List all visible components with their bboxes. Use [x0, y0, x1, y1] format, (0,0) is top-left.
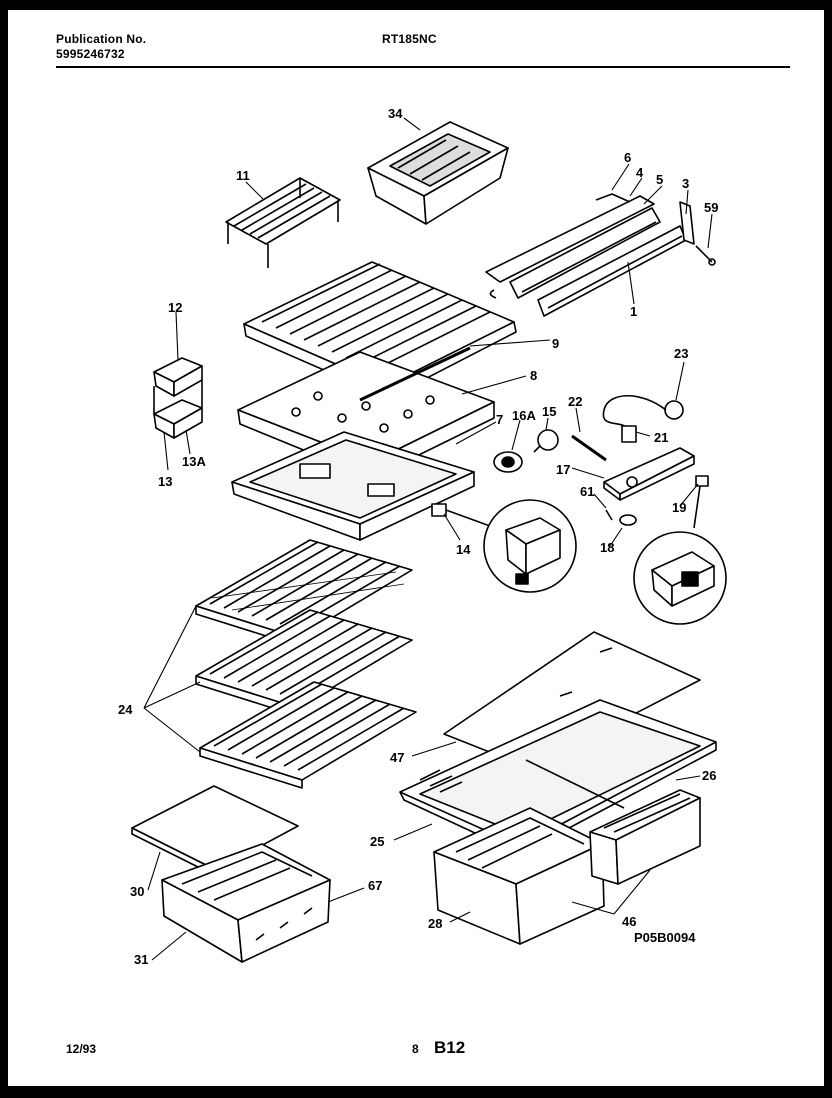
callout-21: 21: [654, 430, 668, 445]
callout-28: 28: [428, 916, 442, 931]
callout-18: 18: [600, 540, 614, 555]
callout-6: 6: [624, 150, 631, 165]
callout-12: 12: [168, 300, 182, 315]
callout-34: 34: [388, 106, 403, 121]
callout-61: 61: [580, 484, 594, 499]
knob-18-part: [619, 514, 637, 526]
callout-30: 30: [130, 884, 144, 899]
door-bin-upper-part: [153, 357, 203, 397]
callout-14: 14: [456, 542, 471, 557]
damper-control-part: [431, 499, 577, 593]
light-socket-part: [493, 451, 523, 473]
switch-21-part: [621, 425, 637, 443]
publication-number: 5995246732: [56, 47, 125, 61]
callout-67: 67: [368, 878, 382, 893]
callout-5: 5: [656, 172, 663, 187]
callout-22: 22: [568, 394, 582, 409]
crisper-pan-right-part: [589, 789, 701, 885]
publication-label: Publication No.: [56, 32, 147, 46]
callout-17: 17: [556, 462, 570, 477]
light-bulb-part: [533, 429, 559, 453]
callout-labels: 34 11 6 4 5 3 59 1 12 9 8 23 13A 13 7 16…: [118, 106, 718, 967]
door-bin-lower-part: [153, 380, 203, 439]
callout-23: 23: [674, 346, 688, 361]
callout-4: 4: [636, 165, 644, 180]
model-number: RT185NC: [382, 32, 437, 46]
callout-13A: 13A: [182, 454, 206, 469]
callout-8: 8: [530, 368, 537, 383]
callout-19: 19: [672, 500, 686, 515]
callout-59: 59: [704, 200, 718, 215]
duct-assembly-part: [485, 193, 716, 317]
callout-25: 25: [370, 834, 384, 849]
callout-15: 15: [542, 404, 556, 419]
callout-24: 24: [118, 702, 133, 717]
callout-26: 26: [702, 768, 716, 783]
diagram-code: P05B0094: [634, 930, 696, 945]
callout-31: 31: [134, 952, 148, 967]
callout-11: 11: [236, 168, 250, 183]
leader-lines: [143, 117, 713, 961]
footer-date: 12/93: [66, 1042, 97, 1056]
light-shield-part: [571, 434, 607, 462]
switch-19-part: [633, 475, 727, 625]
meat-keeper-pan-part: [161, 843, 331, 963]
callout-1: 1: [630, 304, 637, 319]
footer-page-number: 8: [412, 1042, 419, 1056]
control-housing-part: [603, 447, 695, 501]
wire-shelf-3-part: [199, 681, 417, 789]
callout-7: 7: [496, 412, 503, 427]
wire-rack-part: [225, 177, 341, 268]
callout-47: 47: [390, 750, 404, 765]
footer-page-code: B12: [434, 1038, 466, 1057]
ice-bin-part: [367, 121, 509, 225]
header-rule: [56, 66, 790, 68]
callout-13: 13: [158, 474, 172, 489]
crisper-pan-left-part: [433, 807, 605, 945]
thermostat-part: [602, 394, 684, 429]
crisper-frame-part: [399, 699, 717, 855]
partition-frame-part: [231, 431, 475, 541]
callout-46: 46: [622, 914, 636, 929]
callout-9: 9: [552, 336, 559, 351]
callout-16A: 16A: [512, 408, 536, 423]
screw-61-part: [605, 509, 613, 521]
callout-3: 3: [682, 176, 689, 191]
